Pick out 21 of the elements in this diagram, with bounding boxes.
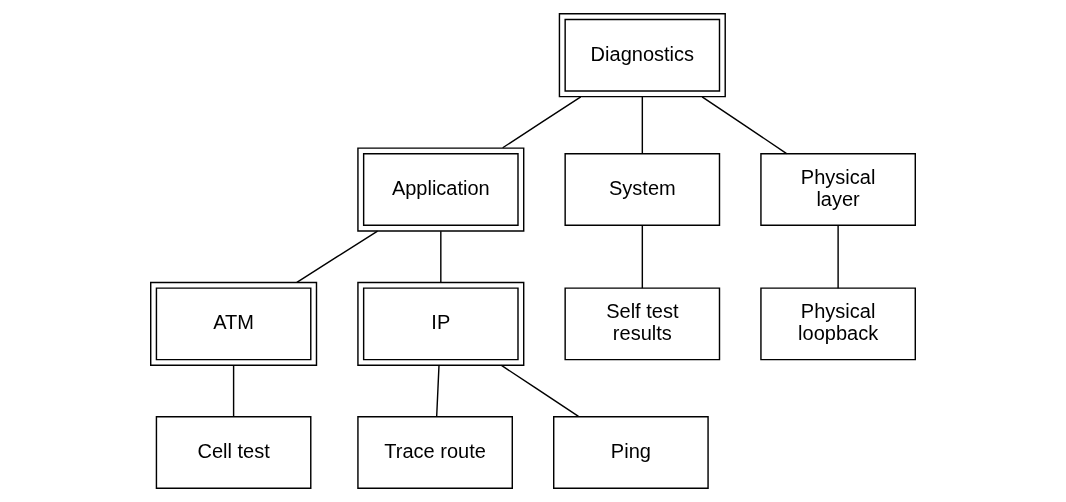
connector bbox=[501, 96, 582, 149]
node-box: System bbox=[564, 153, 721, 226]
node-box: Diagnostics bbox=[558, 13, 726, 98]
connector bbox=[837, 224, 839, 289]
node-box: Physical loopback bbox=[760, 287, 916, 361]
connector bbox=[641, 96, 644, 155]
connector bbox=[440, 230, 442, 283]
node-box: IP bbox=[357, 281, 525, 367]
connector bbox=[641, 224, 644, 289]
connector bbox=[701, 96, 788, 155]
node-box: Application bbox=[357, 147, 525, 232]
node-box: Physical layer bbox=[760, 153, 916, 226]
node-box: Ping bbox=[553, 416, 709, 489]
connector bbox=[296, 230, 379, 284]
connector bbox=[435, 365, 440, 418]
node-box: Self test results bbox=[564, 287, 721, 361]
node-box: ATM bbox=[150, 281, 318, 367]
connector bbox=[500, 364, 580, 418]
node-box: Trace route bbox=[357, 416, 513, 489]
node-box: Cell test bbox=[155, 416, 312, 489]
connector bbox=[232, 365, 235, 418]
